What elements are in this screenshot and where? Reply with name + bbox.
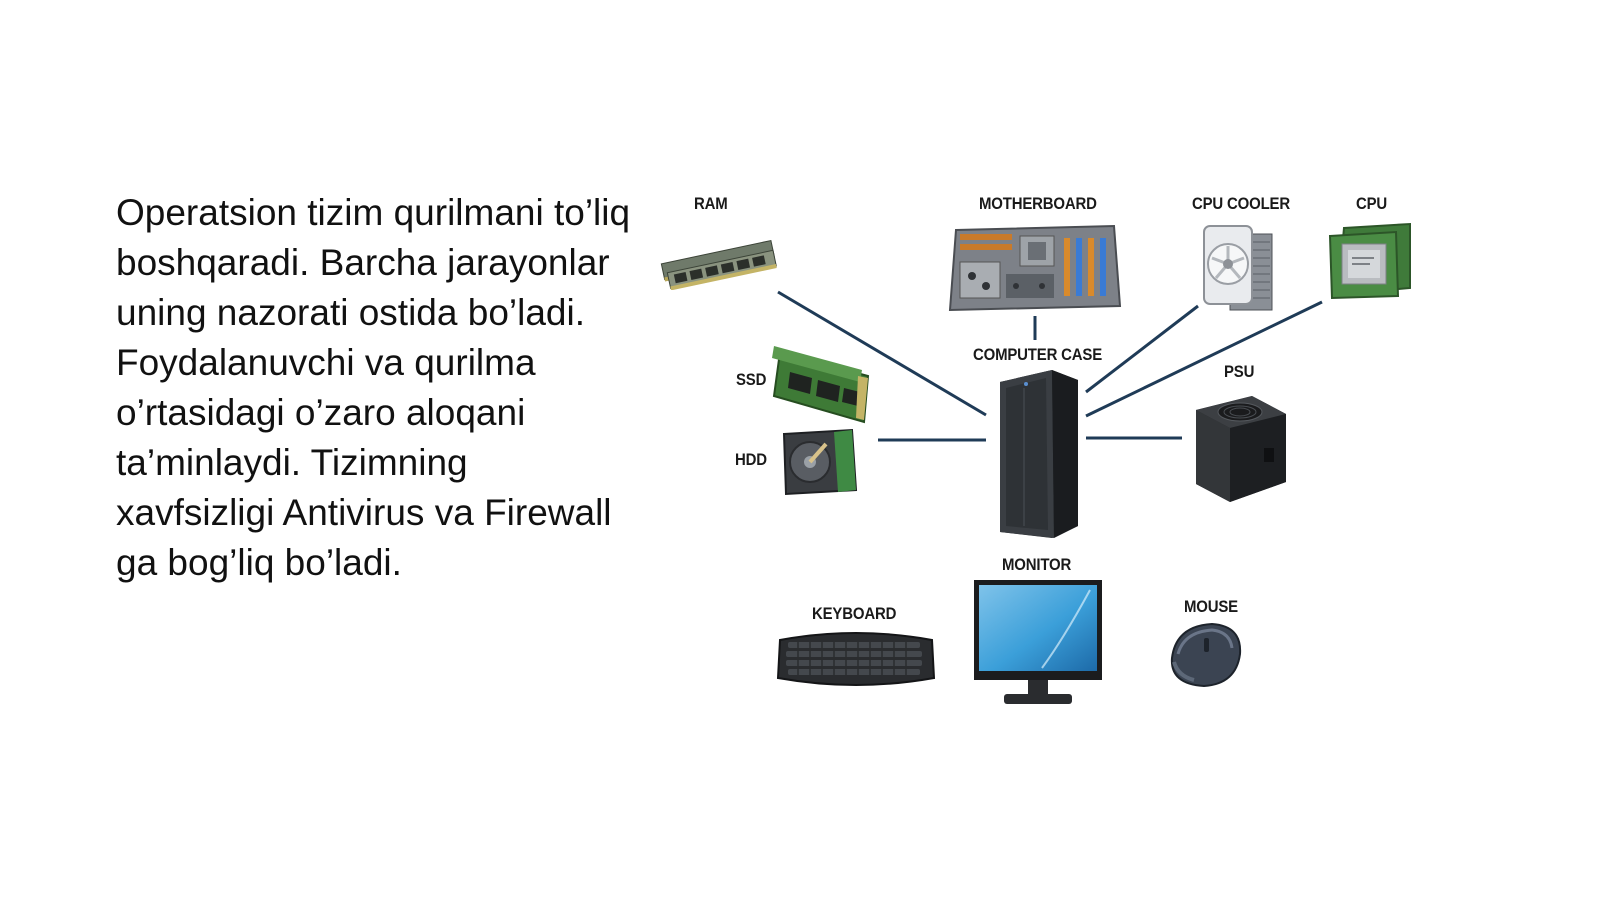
label-ram: RAM xyxy=(694,194,728,213)
label-cpu-cooler: CPU COOLER xyxy=(1192,194,1290,213)
ssd-image xyxy=(772,346,870,424)
label-hdd: HDD xyxy=(735,450,767,469)
connector-cpu xyxy=(1085,300,1323,418)
keyboard-image xyxy=(776,632,936,686)
connector-cpu-cooler xyxy=(1085,304,1199,394)
label-psu: PSU xyxy=(1224,362,1255,381)
connector-lines xyxy=(777,290,1323,442)
cpu-image xyxy=(1328,222,1411,300)
monitor-image xyxy=(974,580,1102,704)
computer-case-image xyxy=(1000,370,1078,538)
label-ssd: SSD xyxy=(736,370,767,389)
psu-image xyxy=(1196,396,1286,502)
ram-image xyxy=(660,239,777,290)
label-cpu: CPU xyxy=(1356,194,1388,213)
cpu-cooler-image xyxy=(1203,225,1273,311)
mouse-image xyxy=(1170,622,1242,688)
label-computer-case: COMPUTER CASE xyxy=(973,345,1103,364)
computer-components-diagram: RAM MOTHERBOARD CPU COOLER CPU COMPUTER … xyxy=(650,170,1470,730)
hdd-image xyxy=(782,428,858,496)
label-motherboard: MOTHERBOARD xyxy=(979,194,1097,213)
label-mouse: MOUSE xyxy=(1184,597,1238,616)
connector-ram xyxy=(777,290,987,417)
motherboard-image xyxy=(948,224,1122,312)
label-keyboard: KEYBOARD xyxy=(812,604,897,623)
label-monitor: MONITOR xyxy=(1002,555,1072,574)
slide-paragraph: Operatsion tizim qurilmani to’liq boshqa… xyxy=(116,192,631,583)
